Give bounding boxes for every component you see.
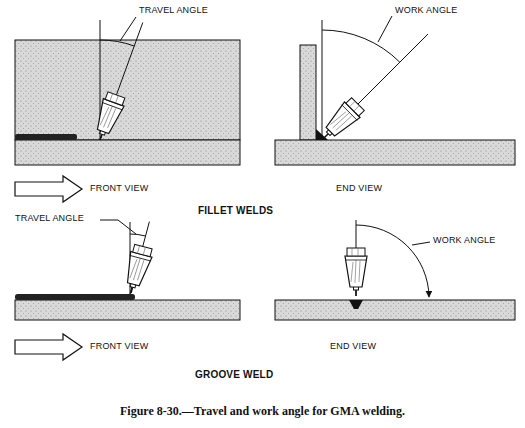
angle-label: WORK ANGLE — [433, 236, 496, 246]
angle-label: TRAVEL ANGLE — [139, 6, 208, 16]
view-label: END VIEW — [330, 342, 376, 352]
view-label: END VIEW — [336, 184, 382, 194]
section-heading: GROOVE WELD — [195, 369, 273, 380]
view-label: FRONT VIEW — [90, 184, 148, 194]
angle-label: TRAVEL ANGLE — [15, 214, 84, 224]
view-label: FRONT VIEW — [90, 342, 148, 352]
section-heading: FILLET WELDS — [198, 205, 273, 216]
figure-caption: Figure 8-30.—Travel and work angle for G… — [0, 404, 525, 419]
angle-label: WORK ANGLE — [395, 6, 458, 16]
